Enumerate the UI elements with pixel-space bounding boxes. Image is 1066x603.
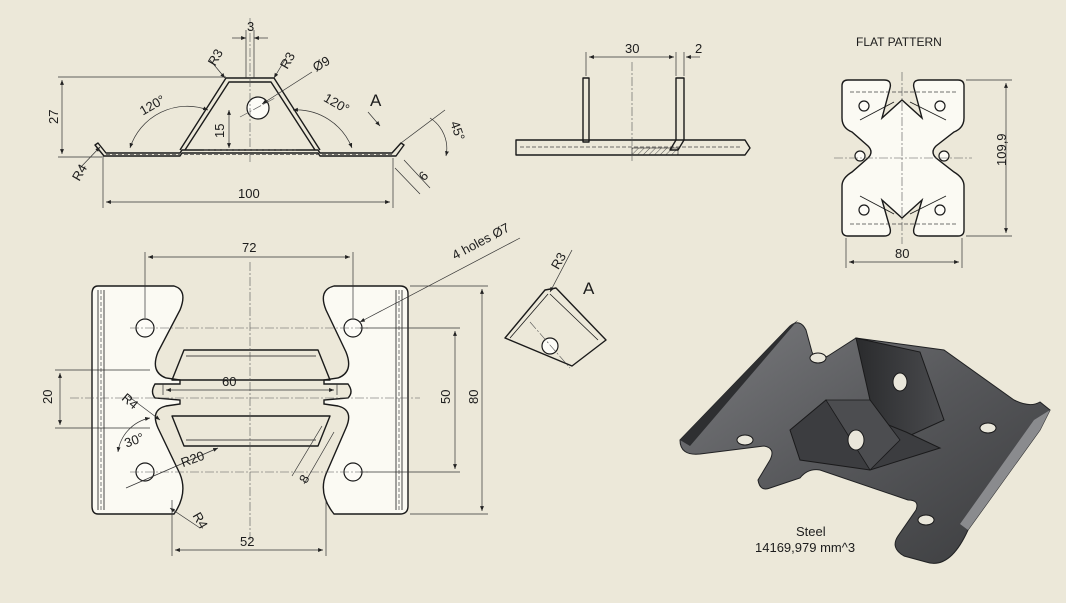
- side-section: [631, 147, 679, 156]
- volume-label: 14169,979 mm^3: [755, 540, 855, 555]
- dim-r4: R4: [69, 162, 90, 184]
- render-hole-1: [809, 352, 827, 364]
- front-view: 3 R3 R3 Ø9 27 120° 120° 15 R4 100 45°: [46, 18, 468, 208]
- dim-50: 50: [438, 390, 453, 404]
- dim-r20: R20: [179, 448, 207, 470]
- dim-r4-bottom: R4: [190, 510, 211, 532]
- render-hole-3: [979, 422, 997, 434]
- render-hole-4: [917, 514, 935, 526]
- side-flange-right: [669, 77, 685, 151]
- side-base: [515, 139, 751, 156]
- top-plate-right: [322, 285, 409, 515]
- flat-pattern-title: FLAT PATTERN: [856, 35, 942, 49]
- dim-r3-right: R3: [277, 50, 298, 72]
- side-view: 30 2: [515, 41, 751, 162]
- dim-30deg: 30°: [122, 430, 146, 451]
- dim-30: 30: [625, 41, 639, 56]
- dim-52: 52: [240, 534, 254, 549]
- dim-15: 15: [212, 124, 227, 138]
- view-label-a: A: [370, 91, 382, 110]
- part-info: Steel 14169,979 mm^3: [755, 524, 855, 555]
- dim-80: 80: [466, 390, 481, 404]
- dim-4-holes: 4 holes Ø7: [449, 220, 512, 263]
- detail-r3: R3: [548, 250, 569, 272]
- top-view: 72 4 holes Ø7 60 20 R4 30° R20 8 50: [40, 220, 521, 556]
- dim-2: 2: [695, 41, 702, 56]
- dim-r3-left: R3: [205, 46, 226, 68]
- dim-angle-120-left: 120°: [137, 92, 168, 118]
- dim-angle-120-right: 120°: [321, 90, 352, 116]
- front-base-plate: [94, 142, 405, 157]
- detail-label-a: A: [583, 279, 595, 298]
- material-label: Steel: [796, 524, 826, 539]
- dim-45deg: 45°: [447, 119, 468, 143]
- dim-27: 27: [46, 110, 61, 124]
- dim-100: 100: [238, 186, 260, 201]
- detail-outline: [504, 287, 607, 367]
- top-plate-left: [91, 285, 184, 515]
- dim-flat-80: 80: [895, 246, 909, 261]
- isometric-render: [679, 320, 1051, 564]
- render-hole-5: [892, 372, 908, 392]
- dim-3: 3: [247, 19, 254, 34]
- dim-20: 20: [40, 390, 55, 404]
- flat-pattern-view: FLAT PATTERN 109,9 80: [834, 35, 1012, 268]
- top-bracket-upper: [171, 349, 331, 381]
- detail-view-a: R3 A: [504, 250, 607, 369]
- front-hole-axis: [239, 97, 276, 118]
- top-bracket-lower: [171, 415, 331, 447]
- render-hole-2: [736, 434, 754, 446]
- dim-72: 72: [242, 240, 256, 255]
- dim-109-9: 109,9: [994, 133, 1009, 166]
- render-hole-6: [847, 429, 865, 451]
- dim-60: 60: [222, 374, 236, 389]
- side-flange-left: [582, 77, 590, 143]
- dim-dia9: Ø9: [310, 53, 333, 75]
- dim-6: 6: [416, 168, 432, 184]
